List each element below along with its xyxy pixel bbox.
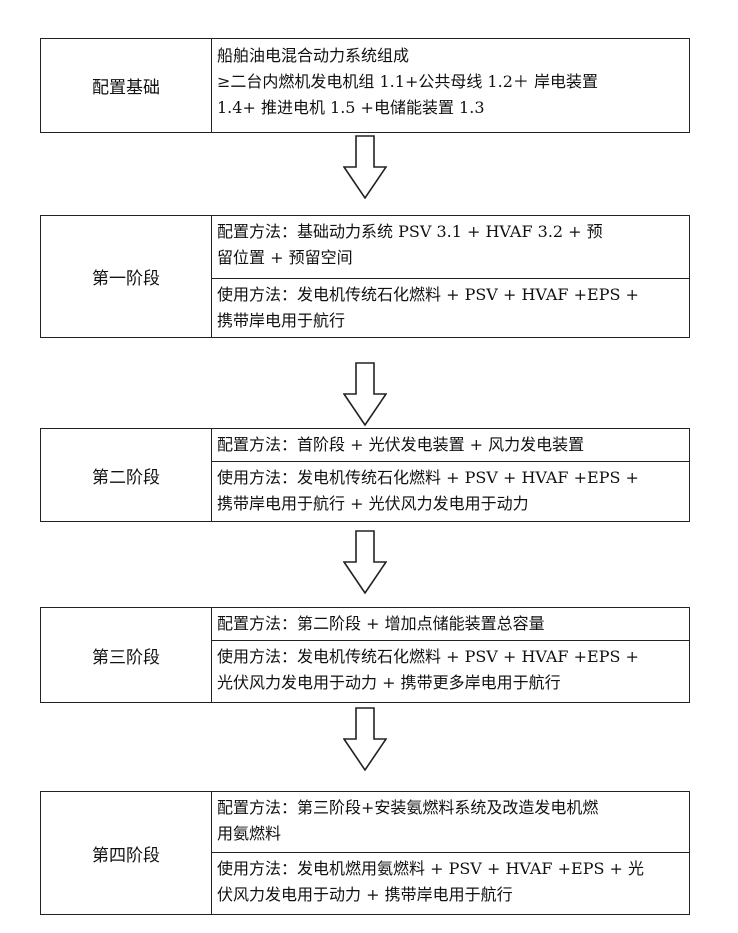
usage-line: 使用方法：发电机燃用氨燃料 + PSV + HVAF +EPS + 光	[217, 856, 683, 882]
usage-cell: 使用方法：发电机传统石化燃料 + PSV + HVAF +EPS + 携带岸电用…	[211, 461, 689, 521]
config-line: 配置方法：第三阶段+安装氨燃料系统及改造发电机燃	[217, 795, 683, 821]
stage-box-3: 第三阶段 配置方法：第二阶段 + 增加点储能装置总容量 使用方法：发电机传统石化…	[40, 607, 690, 703]
stage-label: 第四阶段	[41, 792, 212, 914]
stage-label: 第一阶段	[41, 216, 212, 337]
config-line: 配置方法：基础动力系统 PSV 3.1 + HVAF 3.2 + 预	[217, 219, 683, 245]
config-cell: 配置方法：基础动力系统 PSV 3.1 + HVAF 3.2 + 预 留位置 +…	[211, 216, 689, 278]
usage-line: 携带岸电用于航行 + 光伏风力发电用于动力	[217, 491, 683, 517]
usage-line: 使用方法：发电机传统石化燃料 + PSV + HVAF +EPS +	[217, 465, 683, 491]
down-arrow-icon	[343, 362, 387, 426]
usage-line: 伏风力发电用于动力 + 携带岸电用于航行	[217, 882, 683, 908]
stage-label: 第三阶段	[41, 608, 212, 702]
config-cell: 配置方法：第二阶段 + 增加点储能装置总容量	[211, 608, 689, 640]
config-line: 留位置 + 预留空间	[217, 245, 683, 271]
config-line: 配置方法：首阶段 + 光伏发电装置 + 风力发电装置	[217, 432, 683, 458]
down-arrow-icon	[343, 135, 387, 199]
stage-content: 配置方法：第三阶段+安装氨燃料系统及改造发电机燃 用氨燃料 使用方法：发电机燃用…	[211, 792, 689, 914]
config-cell: 配置方法：第三阶段+安装氨燃料系统及改造发电机燃 用氨燃料	[211, 792, 689, 852]
config-line: 配置方法：第二阶段 + 增加点储能装置总容量	[217, 611, 683, 637]
stage-content: 配置方法：首阶段 + 光伏发电装置 + 风力发电装置 使用方法：发电机传统石化燃…	[211, 429, 689, 521]
stage-label: 第二阶段	[41, 429, 212, 521]
stage-box-2: 第二阶段 配置方法：首阶段 + 光伏发电装置 + 风力发电装置 使用方法：发电机…	[40, 428, 690, 522]
usage-cell: 使用方法：发电机传统石化燃料 + PSV + HVAF +EPS + 携带岸电用…	[211, 278, 689, 337]
down-arrow-icon	[343, 530, 387, 594]
usage-cell: 使用方法：发电机传统石化燃料 + PSV + HVAF +EPS + 光伏风力发…	[211, 640, 689, 702]
content-line: ≥二台内燃机发电机组 1.1+公共母线 1.2＋ 岸电装置	[217, 69, 683, 95]
content-line: 1.4+ 推进电机 1.5 +电储能装置 1.3	[217, 95, 683, 121]
usage-line: 携带岸电用于航行	[217, 308, 683, 334]
stage-content: 配置方法：基础动力系统 PSV 3.1 + HVAF 3.2 + 预 留位置 +…	[211, 216, 689, 337]
usage-cell: 使用方法：发电机燃用氨燃料 + PSV + HVAF +EPS + 光 伏风力发…	[211, 852, 689, 914]
stage-box-foundation: 配置基础 船舶油电混合动力系统组成 ≥二台内燃机发电机组 1.1+公共母线 1.…	[40, 38, 690, 133]
down-arrow-icon	[343, 707, 387, 771]
config-line: 用氨燃料	[217, 821, 683, 847]
usage-line: 使用方法：发电机传统石化燃料 + PSV + HVAF +EPS +	[217, 282, 683, 308]
content-line: 船舶油电混合动力系统组成	[217, 43, 683, 69]
usage-line: 使用方法：发电机传统石化燃料 + PSV + HVAF +EPS +	[217, 644, 683, 670]
stage-box-4: 第四阶段 配置方法：第三阶段+安装氨燃料系统及改造发电机燃 用氨燃料 使用方法：…	[40, 791, 690, 915]
usage-line: 光伏风力发电用于动力 + 携带更多岸电用于航行	[217, 670, 683, 696]
config-cell: 配置方法：首阶段 + 光伏发电装置 + 风力发电装置	[211, 429, 689, 461]
stage-label: 配置基础	[41, 39, 212, 132]
stage-box-1: 第一阶段 配置方法：基础动力系统 PSV 3.1 + HVAF 3.2 + 预 …	[40, 215, 690, 338]
content-cell: 船舶油电混合动力系统组成 ≥二台内燃机发电机组 1.1+公共母线 1.2＋ 岸电…	[211, 39, 689, 121]
stage-content: 配置方法：第二阶段 + 增加点储能装置总容量 使用方法：发电机传统石化燃料 + …	[211, 608, 689, 702]
stage-content: 船舶油电混合动力系统组成 ≥二台内燃机发电机组 1.1+公共母线 1.2＋ 岸电…	[211, 39, 689, 132]
